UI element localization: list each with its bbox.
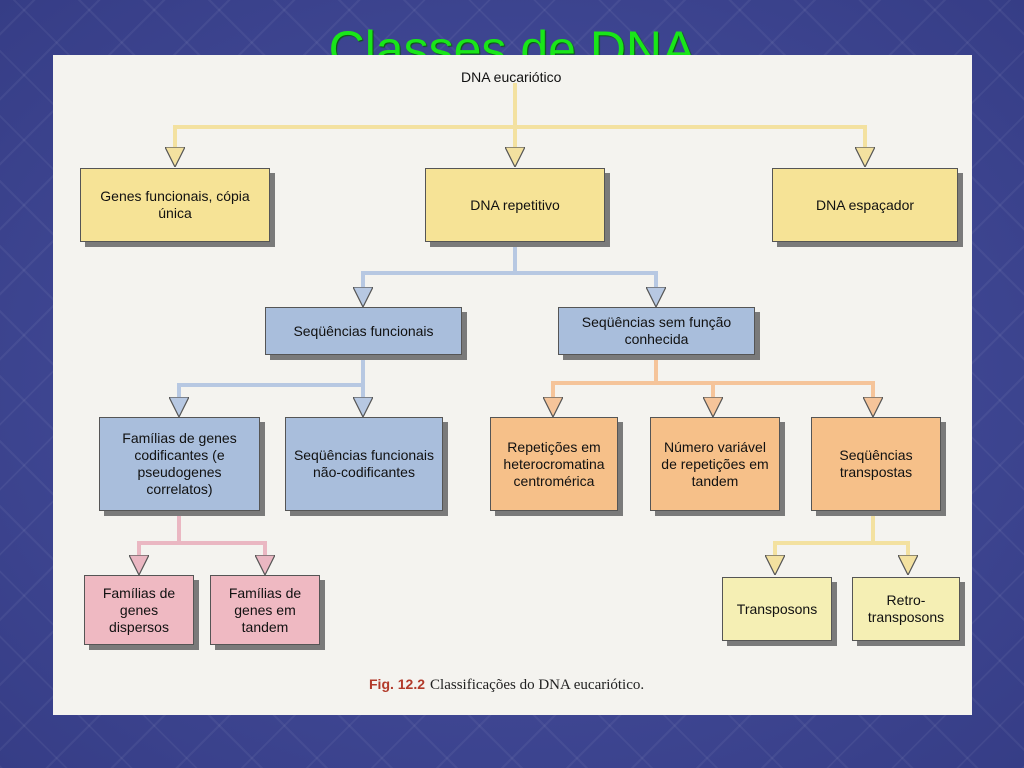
figure-caption-number: Fig. 12.2 xyxy=(369,676,426,692)
node-numero-variavel-label: Número variável de repetições em tandem xyxy=(661,438,769,489)
root-node: DNA eucariótico xyxy=(461,69,562,85)
node-heterocromatina: Repetições em heterocromatina centroméri… xyxy=(490,417,618,511)
connector-arrows xyxy=(53,83,972,715)
functional-connectors xyxy=(179,355,363,413)
node-genes-funcionais: Genes funcionais, cópia única xyxy=(80,168,270,242)
figure-caption-text: Classificações do DNA eucariótico. xyxy=(430,677,645,693)
node-familias-tandem-label: Famílias de genes em tandem xyxy=(228,584,302,635)
node-retrotransposons-label: Retro-transposons xyxy=(867,592,945,625)
transposed-connectors xyxy=(775,511,908,571)
node-familias-tandem: Famílias de genes em tandem xyxy=(210,575,320,645)
node-numero-variavel: Número variável de repetições em tandem xyxy=(650,417,780,511)
node-familias-dispersos-label: Famílias de genes dispersos xyxy=(102,584,176,635)
node-familias-dispersos: Famílias de genes dispersos xyxy=(84,575,194,645)
repetitive-connectors xyxy=(363,243,656,303)
node-transposons: Transposons xyxy=(722,577,832,641)
node-dna-espacador: DNA espaçador xyxy=(772,168,958,242)
node-retrotransposons: Retro-transposons xyxy=(852,577,960,641)
node-sequencias-sem-funcao-label: Seqüências sem função conhecida xyxy=(581,314,732,347)
node-dna-espacador-label: DNA espaçador xyxy=(815,196,915,213)
node-sequencias-funcionais: Seqüências funcionais xyxy=(265,307,462,355)
classification-figure: DNA eucariótico Genes funcionais, cópia … xyxy=(53,55,972,715)
node-heterocromatina-label: Repetições em heterocromatina centroméri… xyxy=(503,438,605,489)
node-dna-repetitivo-label: DNA repetitivo xyxy=(470,196,560,213)
node-sequencias-transpostas-label: Seqüências transpostas xyxy=(839,447,913,480)
node-dna-repetitivo: DNA repetitivo xyxy=(425,168,605,242)
node-sequencias-transpostas: Seqüências transpostas xyxy=(811,417,941,511)
node-familias-codificantes: Famílias de genes codificantes (e pseudo… xyxy=(99,417,260,511)
node-genes-funcionais-label: Genes funcionais, cópia única xyxy=(100,188,250,221)
node-transposons-label: Transposons xyxy=(736,600,818,617)
node-familias-codificantes-label: Famílias de genes codificantes (e pseudo… xyxy=(122,430,237,497)
coding-family-connectors xyxy=(139,511,265,571)
node-nao-codificantes-label: Seqüências funcionais não-codificantes xyxy=(293,447,435,480)
root-connectors xyxy=(175,83,865,163)
node-sequencias-sem-funcao: Seqüências sem função conhecida xyxy=(558,307,755,355)
unknown-function-connectors xyxy=(553,355,873,413)
node-sequencias-funcionais-label: Seqüências funcionais xyxy=(293,322,434,339)
node-nao-codificantes: Seqüências funcionais não-codificantes xyxy=(285,417,443,511)
